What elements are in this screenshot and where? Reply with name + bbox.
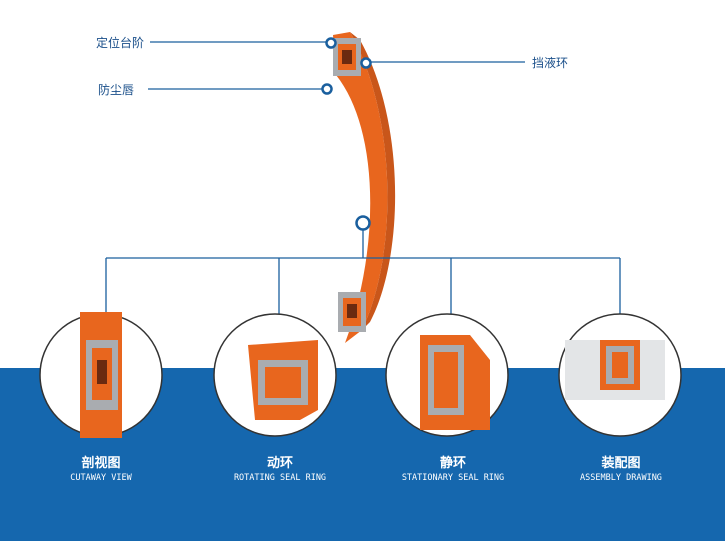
rotating-ring-circle: [213, 313, 337, 437]
callout-retaining-ring: 挡液环: [532, 56, 569, 70]
assembly-drawing-circle: [558, 313, 682, 437]
callout-dots: [321, 37, 372, 231]
callout-lines: [105, 41, 621, 315]
view-circles: [39, 312, 682, 438]
stationary-ring-circle: [385, 313, 509, 437]
callout-step: 定位台阶: [96, 36, 145, 50]
seal-ring-arc: [333, 32, 396, 343]
cutaway-view-circle: [39, 312, 163, 438]
callout-dust-lip: 防尘唇: [98, 83, 135, 97]
